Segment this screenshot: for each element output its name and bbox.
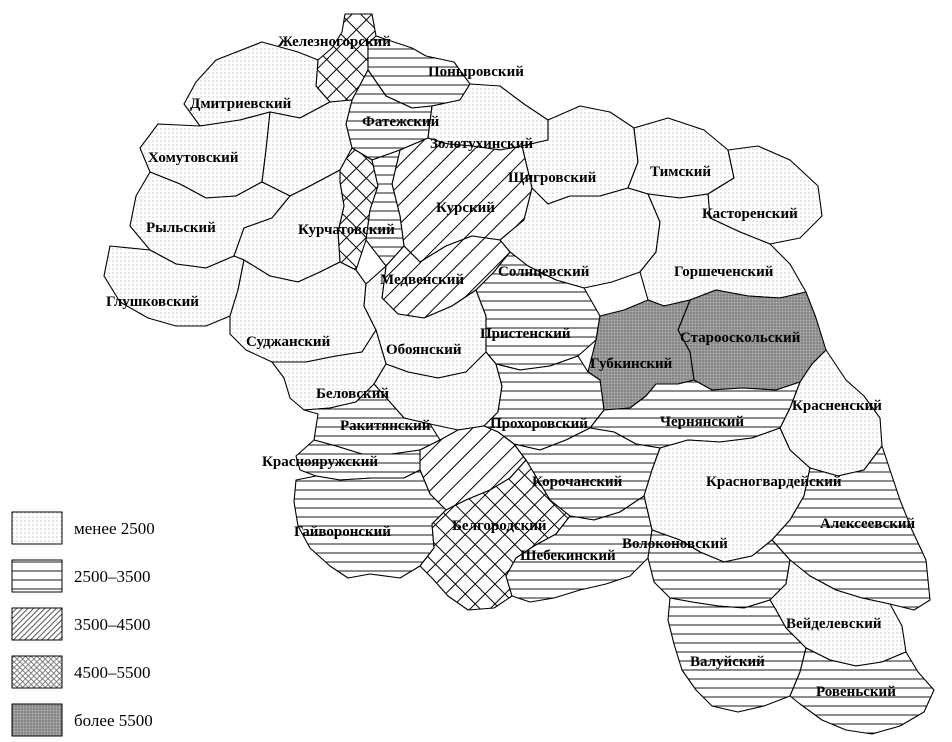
region-label-dmitrievsky: Дмитриевский bbox=[190, 96, 292, 112]
region-label-valuysky: Валуйский bbox=[690, 654, 765, 670]
legend-swatch-dense-gray bbox=[11, 703, 63, 737]
region-label-krasnoyaruzhsky: Краснояружский bbox=[262, 454, 378, 470]
region-label-shchigrovsky: Щигровский bbox=[508, 170, 597, 186]
region-label-ponyrovsky: Поныровский bbox=[428, 64, 524, 80]
region-label-prokhorovsky: Прохоровский bbox=[490, 416, 588, 432]
region-label-veydelevsky: Вейделевский bbox=[786, 616, 882, 632]
region-label-fatezhsky: Фатежский bbox=[362, 114, 440, 130]
region-label-kurchatovsky: Курчатовский bbox=[298, 222, 395, 238]
region-label-medvensky: Медвенский bbox=[380, 272, 464, 288]
region-label-khomutovsky: Хомутовский bbox=[148, 150, 239, 166]
region-label-volokonovsky: Волоконовский bbox=[622, 536, 728, 552]
legend-swatch-dots bbox=[11, 511, 63, 545]
region-label-zheleznogorsky: Железногорский bbox=[278, 34, 391, 50]
region-labels: ЖелезногорскийПоныровскийДмитриевскийФат… bbox=[106, 34, 916, 700]
region-label-glushkovsky: Глушковский bbox=[106, 294, 199, 310]
legend-label: 2500–3500 bbox=[74, 567, 151, 586]
region-label-zolotukhinsky: Золотухинский bbox=[430, 136, 533, 152]
region-label-timsky: Тимский bbox=[650, 164, 711, 180]
legend-swatch-crosshatch bbox=[11, 655, 63, 689]
region-rovensky bbox=[789, 647, 935, 735]
region-label-kastorensky: Касторенский bbox=[702, 206, 798, 222]
legend: менее 2500 2500–3500 3500–4500 4500–5500 бол… bbox=[11, 511, 155, 737]
region-label-sudzhansky: Суджанский bbox=[246, 334, 331, 350]
legend-label: 4500–5500 bbox=[74, 663, 151, 682]
legend-swatch-horizontal-lines bbox=[11, 559, 63, 593]
region-label-belovsky: Беловский bbox=[316, 386, 389, 402]
region-label-gayvoronsky: Гайворонский bbox=[294, 524, 391, 540]
map-regions bbox=[103, 13, 935, 735]
region-label-krasnensky: Красненский bbox=[792, 398, 882, 414]
region-label-rovensky: Ровеньский bbox=[816, 684, 896, 700]
region-label-kursky: Курский bbox=[436, 200, 495, 216]
region-label-rylsky: Рыльский bbox=[146, 220, 216, 236]
region-label-gubkinsky: Губкинский bbox=[590, 356, 673, 372]
legend-label: менее 2500 bbox=[74, 519, 155, 538]
legend-swatch-diagonal-lines bbox=[11, 607, 63, 641]
region-label-gorshechensky: Горшеченский bbox=[674, 264, 774, 280]
region-label-alekseevsky: Алексеевский bbox=[820, 516, 916, 532]
region-label-chernyansky: Чернянский bbox=[660, 414, 744, 430]
legend-label: 3500–4500 bbox=[74, 615, 151, 634]
region-label-shebekinsky: Шебекинский bbox=[520, 548, 616, 564]
region-timsky bbox=[627, 117, 735, 199]
region-label-belgorodsky: Белгородский bbox=[452, 518, 547, 534]
region-kastorensky bbox=[707, 145, 823, 245]
region-label-oboyansky: Обоянский bbox=[386, 342, 462, 358]
region-label-solntsevsky: Солнцевский bbox=[498, 264, 590, 280]
region-label-rakityansky: Ракитянский bbox=[340, 418, 431, 434]
legend-label: более 5500 bbox=[74, 711, 153, 730]
region-label-starooskolsky: Старооскольский bbox=[680, 330, 801, 346]
region-label-krasnogvardeysky: Красногвардейский bbox=[706, 474, 842, 490]
region-label-korochansky: Корочанский bbox=[532, 474, 623, 490]
region-label-pristensky: Пристенский bbox=[480, 326, 571, 342]
